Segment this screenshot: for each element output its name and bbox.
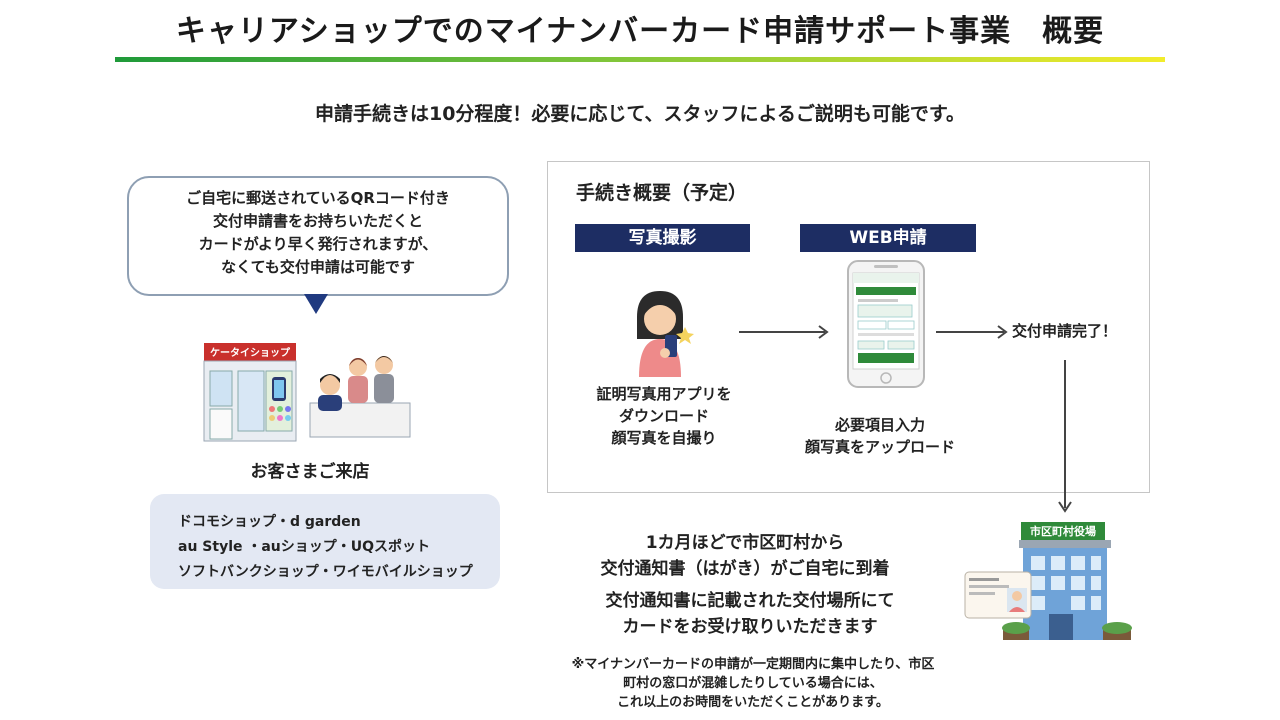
caption-line: 1カ月ほどで市区町村から bbox=[645, 533, 845, 553]
speech-bubble bbox=[127, 176, 509, 296]
title-gradient-divider bbox=[115, 57, 1165, 62]
smartphone-web-form-icon bbox=[847, 260, 925, 388]
staff-icon bbox=[320, 375, 340, 395]
store-sign bbox=[204, 343, 296, 361]
shop-list-box bbox=[150, 494, 500, 589]
footnote-line: ※マイナンバーカードの申請が一定期間内に集中したり、市区町村の窓口が混雑したりし… bbox=[571, 657, 935, 691]
notice-caption: 1カ月ほどで市区町村から 交付通知書（はがき）がご自宅に到着 bbox=[575, 530, 915, 582]
caption-line: 顔写真をアップロード bbox=[804, 438, 955, 456]
step-caption-web: 必要項目入力 顔写真をアップロード bbox=[780, 414, 980, 458]
bubble-line: なくても交付申請は可能です bbox=[221, 258, 415, 276]
arrow-right-icon bbox=[739, 325, 829, 339]
page-title: キャリアショップでのマイナンバーカード申請サポート事業 概要 bbox=[175, 14, 1105, 49]
speech-bubble-text: ご自宅に郵送されているQRコード付き 交付申請書をお持ちいただくと カードがより… bbox=[127, 187, 509, 279]
customer-icon bbox=[375, 356, 393, 374]
store-sign-text: ケータイショップ bbox=[210, 346, 291, 359]
bubble-line: ご自宅に郵送されているQRコード付き bbox=[186, 189, 450, 207]
bubble-line: 交付申請書をお持ちいただくと bbox=[212, 212, 423, 230]
arrow-right-icon bbox=[936, 325, 1008, 339]
cityhall-sign bbox=[1021, 522, 1105, 540]
cityhall-illustration: 市区町村役場 bbox=[964, 522, 1132, 640]
caption-line: 証明写真用アプリを bbox=[596, 385, 732, 403]
cityhall-sign-text: 市区町村役場 bbox=[1030, 524, 1096, 538]
caption-line: 交付通知書（はがき）がご自宅に到着 bbox=[600, 559, 890, 579]
page-subtitle: 申請手続きは10分程度！必要に応じて、スタッフによるご説明も可能です。 bbox=[314, 103, 966, 125]
application-complete-label: 交付申請完了！ bbox=[1012, 322, 1118, 340]
shop-list-item: ソフトバンクショップ・ワイモバイルショップ bbox=[178, 564, 473, 580]
caption-line: 交付通知書に記載された交付場所にて bbox=[605, 591, 895, 611]
receive-caption: 交付通知書に記載された交付場所にて カードをお受け取りいただきます bbox=[575, 588, 925, 640]
bubble-line: カードがより早く発行されますが、 bbox=[198, 235, 438, 253]
down-triangle-icon bbox=[304, 294, 328, 314]
caption-line: 必要項目入力 bbox=[834, 416, 925, 434]
shop-list-item: au Style ・auショップ・UQスポット bbox=[178, 539, 431, 555]
selfie-person-icon bbox=[637, 291, 694, 377]
caption-line: カードをお受け取りいただきます bbox=[622, 617, 878, 637]
step-header-photo: 写真撮影 bbox=[575, 224, 750, 252]
shop-list-item: ドコモショップ・d garden bbox=[178, 514, 361, 530]
caption-line: 顔写真を自撮り bbox=[611, 429, 717, 447]
customer-icon bbox=[349, 358, 367, 376]
step-caption-photo: 証明写真用アプリを ダウンロード 顔写真を自撮り bbox=[570, 383, 758, 449]
mynumber-card-icon bbox=[964, 571, 1032, 619]
process-title: 手続き概要（予定） bbox=[576, 182, 748, 204]
caption-line: ダウンロード bbox=[618, 407, 709, 425]
step-header-web: WEB申請 bbox=[800, 224, 976, 252]
arrow-down-icon bbox=[1058, 360, 1072, 513]
footnote: ※マイナンバーカードの申請が一定期間内に集中したり、市区町村の窓口が混雑したりし… bbox=[568, 655, 938, 712]
footnote-line: これ以上のお時間をいただくことがあります。 bbox=[617, 695, 889, 710]
store-illustration: ケータイショップ bbox=[203, 343, 411, 442]
visit-label: お客さまご来店 bbox=[250, 462, 370, 482]
